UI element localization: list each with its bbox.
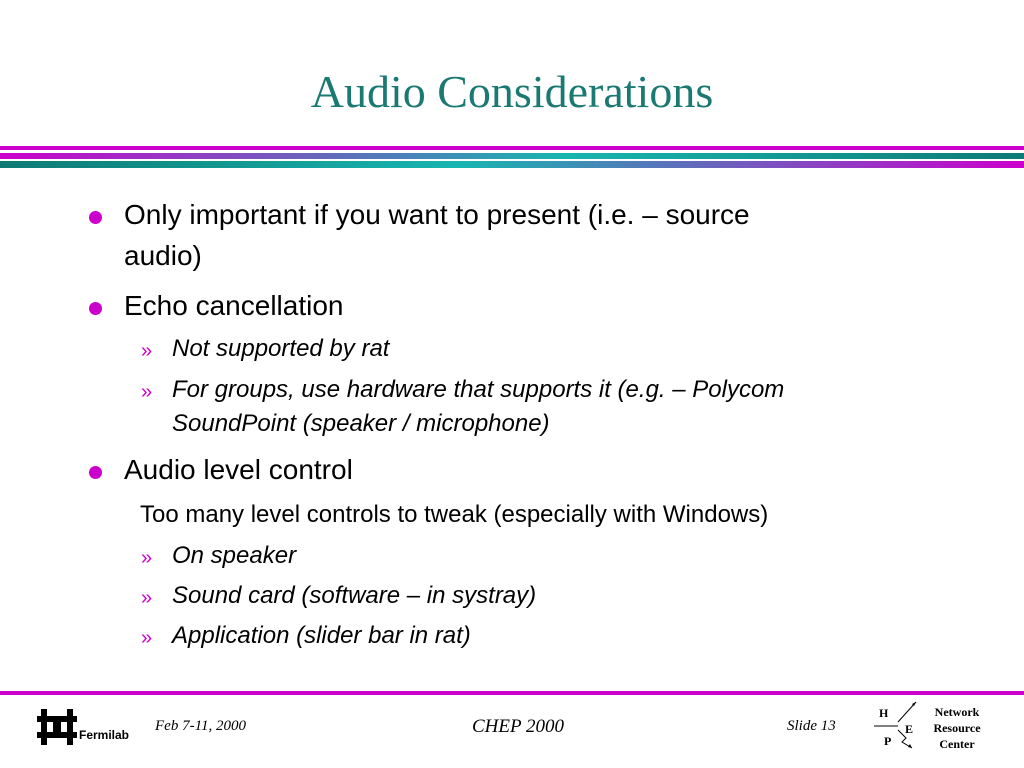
slide-title: Audio Considerations [310,66,714,117]
bullet-3-sub-1: On speaker [172,542,297,569]
footer-divider [0,691,1024,695]
bullet-3-sub-2: Sound card (software – in systray) [172,582,537,609]
hep-letter-e: E [905,722,914,736]
footer-conference: CHEP 2000 [472,716,565,737]
sub-bullet-marker: » [141,627,153,649]
bullet-2-sub-1: Not supported by rat [172,335,390,362]
bullet-dot [89,302,102,315]
nrc-line-3: Center [939,737,975,751]
network-resource-center-label: Network Resource Center [922,704,992,752]
bullet-3: Audio level control [124,454,353,485]
bullet-dot [89,466,102,479]
bullet-3-sub-3: Application (slider bar in rat) [172,622,471,649]
nrc-line-2: Resource [933,721,981,735]
fermilab-logo-icon [37,709,77,745]
bullet-2: Echo cancellation [124,290,344,321]
sub-bullet-marker: » [141,547,153,569]
bullet-2-sub-2-line-1: For groups, use hardware that supports i… [172,376,785,403]
hep-letter-h: H [879,706,889,720]
sub-bullet-marker: » [141,587,153,609]
fermilab-logo-text: Fermilab [79,728,130,742]
nrc-line-1: Network [934,705,980,719]
bullet-3-note: Too many level controls to tweak (especi… [140,501,769,528]
bullet-2-sub-2-line-2: SoundPoint (speaker / microphone) [172,410,550,437]
bullet-dot [89,211,102,224]
hep-letter-p: P [884,734,892,748]
title-divider [0,146,1024,168]
bullet-1-line-2: audio) [124,240,202,271]
sub-bullet-marker: » [141,381,153,403]
hep-network-icon [874,701,917,749]
bullet-1-line-1: Only important if you want to present (i… [124,199,750,230]
footer-date: Feb 7-11, 2000 [155,718,246,734]
sub-bullet-marker: » [141,340,153,362]
footer-slide-number: Slide 13 [787,718,836,734]
